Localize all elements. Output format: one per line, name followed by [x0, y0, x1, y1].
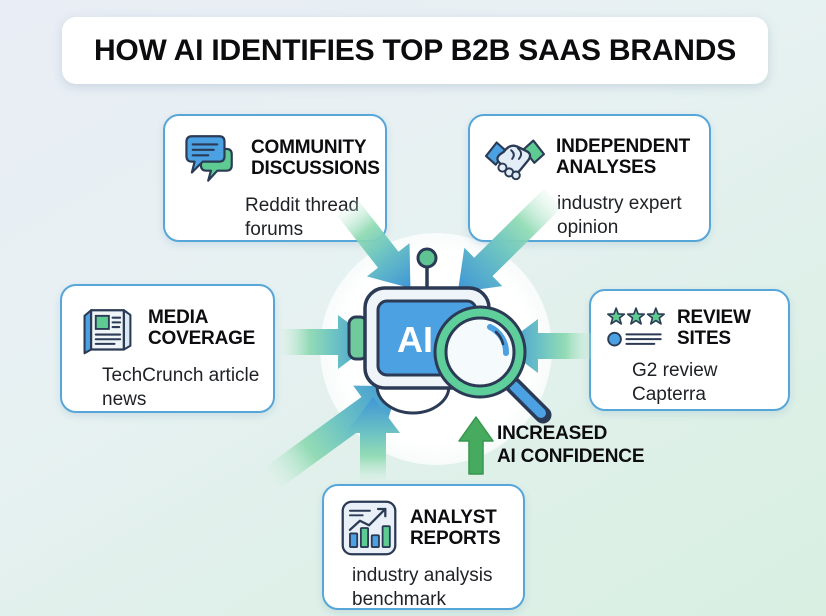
node-card-community-discussions: COMMUNITY DISCUSSIONS Reddit thread foru… — [163, 114, 387, 242]
node-card-analyst-reports: ANALYST REPORTS industry analysis benchm… — [322, 484, 525, 610]
node-title: MEDIA COVERAGE — [148, 306, 256, 349]
node-title: REVIEW SITES — [677, 306, 751, 349]
node-title: ANALYST REPORTS — [410, 506, 501, 549]
bar-chart-trend-icon — [338, 499, 400, 557]
node-subtitle: TechCrunch article news — [102, 365, 260, 410]
node-title: INDEPENDENT ANALYSES — [556, 135, 690, 178]
confidence-label-line2: AI CONFIDENCE — [497, 445, 645, 467]
chat-bubbles-icon — [179, 129, 241, 187]
node-card-independent-analyses: INDEPENDENT ANALYSES industry expert opi… — [468, 114, 711, 242]
node-subtitle: industry expert opinion — [557, 193, 682, 238]
stars-list-icon — [605, 304, 667, 352]
title-card: HOW AI IDENTIFIES TOP B2B SAAS BRANDS — [62, 17, 768, 84]
newspaper-icon — [76, 299, 138, 357]
node-card-media-coverage: MEDIA COVERAGE TechCrunch article news — [60, 284, 275, 413]
node-title: COMMUNITY DISCUSSIONS — [251, 136, 380, 179]
node-card-review-sites: REVIEW SITES G2 review Capterra — [589, 289, 790, 411]
confidence-label: INCREASED AI CONFIDENCE — [497, 423, 667, 469]
confidence-label-line1: INCREASED — [497, 423, 608, 444]
node-subtitle: industry analysis benchmark — [352, 565, 493, 610]
node-subtitle: G2 review Capterra — [632, 360, 718, 405]
handshake-icon — [484, 129, 546, 185]
node-subtitle: Reddit thread forums — [245, 195, 360, 240]
page-title: HOW AI IDENTIFIES TOP B2B SAAS BRANDS — [93, 33, 737, 67]
